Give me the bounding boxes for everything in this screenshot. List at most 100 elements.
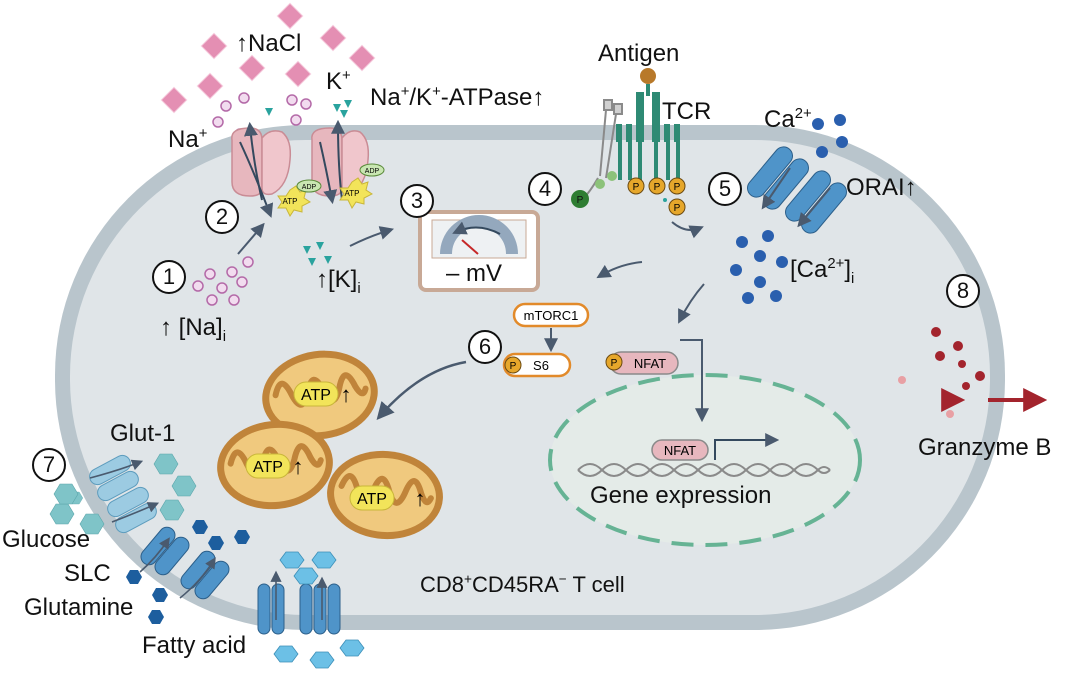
svg-text:P: P (510, 361, 517, 372)
step-8-marker: 8 (946, 274, 980, 308)
nacl-crystals (160, 2, 376, 114)
intracellular-potassium-text: ↑[K] (316, 266, 358, 293)
atpase-k: /K (409, 84, 433, 111)
arrow-calcium-to-voltage (596, 261, 643, 279)
cell-t-cell: T cell (566, 572, 625, 597)
co-receptor (581, 99, 623, 201)
glutamine-label: Glutamine (24, 594, 134, 621)
svg-text:P: P (674, 203, 681, 214)
svg-text:↑: ↑ (293, 454, 304, 479)
nfat-cytoplasm: NFAT P (605, 351, 679, 375)
fatty-acid-transporter (257, 583, 341, 635)
intracellular-calcium-label: [Ca2+]i (790, 256, 854, 287)
arrow-nfat-to-nucleus (680, 339, 709, 423)
arrow-calcium-influx-2 (797, 187, 831, 228)
sodium-ion-label: Na+ (168, 126, 208, 153)
phospho-itam: P P P P (627, 177, 686, 216)
granzyme-b-label: Granzyme B (918, 434, 1052, 461)
intracellular-calcium-subscript: i (851, 270, 855, 287)
tcr-complex (616, 68, 680, 180)
arrow-calcium-influx-1 (761, 167, 791, 210)
cell-type-label: CD8+CD45RA− T cell (420, 571, 625, 597)
intracellular-sodium-text: ↑ [Na] (160, 314, 223, 341)
atp-badges: ATP ↑ ATP ↑ ATP ↑ (245, 381, 426, 511)
arrow-potassium-to-voltage (349, 226, 395, 247)
cell-cd45ra-sign: − (558, 571, 567, 587)
arrow-s6-to-mitochondria (376, 360, 467, 420)
sodium-ions-inside (192, 256, 254, 306)
membrane-potential-label: – mV (446, 260, 503, 287)
dna-helix (577, 463, 831, 477)
calcium-label: Ca2+ (764, 106, 812, 133)
fatty-acid-molecules (273, 551, 365, 669)
sodium-base: Na (168, 126, 199, 153)
tcr-label: TCR (662, 98, 712, 125)
intracellular-sodium-subscript: i (222, 328, 226, 345)
sodium-ions-outside (212, 92, 312, 140)
svg-text:NFAT: NFAT (664, 443, 696, 458)
calcium-ions-inside (730, 230, 788, 304)
atpase-label: Na+/K+-ATPase↑ (370, 84, 545, 111)
step-1-marker: 1 (152, 260, 186, 294)
sodium-charge: + (198, 126, 208, 142)
na-k-atpase-pump (231, 121, 292, 218)
nfat-nucleus: NFAT (651, 439, 709, 461)
step-5-marker: 5 (708, 172, 742, 206)
atpase-na: Na (370, 84, 401, 111)
calcium-charge: 2+ (794, 106, 812, 122)
intracellular-sodium-label: ↑ [Na]i (160, 314, 226, 345)
svg-text:ATP: ATP (345, 189, 360, 198)
glutamine-molecules (126, 520, 250, 624)
svg-text:P: P (654, 182, 661, 193)
step-6-marker: 6 (468, 330, 502, 364)
step-7-marker: 7 (32, 448, 66, 482)
potassium-ions-outside (265, 100, 352, 118)
fatty-acid-label: Fatty acid (142, 632, 247, 659)
cell-cd45ra: CD45RA (471, 572, 559, 597)
svg-text:mTORC1: mTORC1 (524, 308, 579, 323)
orai-label: ORAI↑ (846, 174, 917, 201)
intracellular-calcium-close: ] (844, 256, 851, 283)
svg-text:P: P (577, 195, 584, 206)
glucose-molecules (49, 453, 197, 535)
potassium-charge: + (342, 68, 351, 84)
intracellular-potassium-subscript: i (357, 280, 361, 297)
svg-text:ATP: ATP (357, 491, 387, 508)
calcium-ions-outside (812, 114, 848, 158)
step-4-marker: 4 (528, 172, 562, 206)
svg-text:ATP: ATP (253, 459, 283, 476)
lck-kinase: P (571, 171, 617, 208)
cell-cd8-sign: + (464, 571, 472, 587)
svg-text:ADP: ADP (365, 168, 380, 175)
intracellular-calcium-charge: 2+ (827, 256, 845, 272)
nucleus (548, 373, 862, 547)
arrow-calcium-to-nfat (678, 283, 705, 324)
svg-text:P: P (611, 358, 618, 369)
svg-text:↑: ↑ (341, 382, 352, 407)
membrane-potential-meter (418, 210, 540, 292)
potassium-base: K (326, 68, 343, 95)
glucose-label: Glucose (2, 526, 91, 553)
step-3-marker: 3 (400, 184, 434, 218)
step-2-marker: 2 (205, 200, 239, 234)
svg-text:ADP: ADP (302, 184, 317, 191)
svg-text:ATP: ATP (283, 197, 298, 206)
svg-text:S6: S6 (533, 358, 549, 373)
svg-text:NFAT: NFAT (634, 356, 666, 371)
granzyme-b-granules (898, 327, 985, 418)
atpase-rest: -ATPase↑ (440, 84, 545, 111)
arrow-glutamine-in-2 (179, 557, 216, 599)
antigen-label: Antigen (598, 40, 680, 67)
transcription-arrow (714, 433, 780, 460)
arrow-glutamine-in-1 (139, 537, 170, 573)
atpase-na-charge: + (400, 84, 410, 100)
glut1-label: Glut-1 (110, 420, 176, 447)
atpase-k-charge: + (432, 84, 441, 100)
arrow-glucose-in-2 (111, 502, 160, 523)
svg-text:P: P (633, 182, 640, 193)
intracellular-calcium-open: [Ca (790, 256, 828, 283)
calcium-base: Ca (764, 106, 795, 133)
atp-burst-2: ATP (339, 177, 373, 209)
mtorc1: mTORC1 (512, 302, 590, 328)
